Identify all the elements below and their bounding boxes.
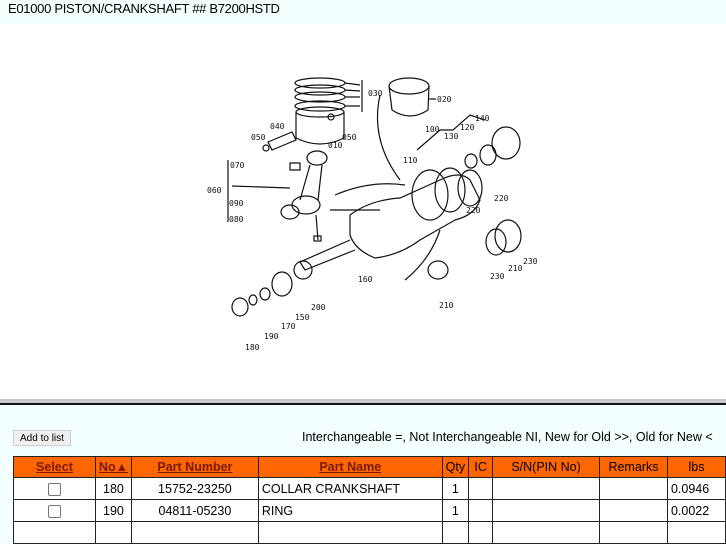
column-qty: Qty	[441, 456, 470, 478]
page-title: E01000 PISTON/CRANKSHAFT ## B7200HSTD	[8, 1, 280, 16]
parts-table: Select No▲ Part Number Part Name Qty IC …	[13, 456, 726, 544]
splitter-bar[interactable]	[0, 399, 726, 403]
callout-label: 220	[466, 206, 481, 215]
callout-label: 120	[460, 123, 475, 132]
callout-label: 220	[494, 194, 509, 203]
column-select[interactable]: Select	[13, 456, 96, 478]
callout-label: 140	[475, 114, 490, 123]
cell-no: 180	[94, 477, 132, 500]
callout-label: 200	[311, 303, 326, 312]
callout-label: 070	[230, 161, 245, 170]
callout-label: 020	[437, 95, 452, 104]
callout-label: 100	[425, 125, 440, 134]
callout-label: 090	[229, 199, 244, 208]
table-header-row: Select No▲ Part Number Part Name Qty IC …	[13, 456, 726, 478]
column-lbs: lbs	[666, 456, 726, 478]
table-row: 180 15752-23250 COLLAR CRANKSHAFT 1 0.09…	[13, 477, 726, 500]
column-part-name[interactable]: Part Name	[257, 456, 443, 478]
table-row: 190 04811-05230 RING 1 0.0022	[13, 499, 726, 522]
column-sn: S/N(PIN No)	[492, 456, 600, 478]
cell-sn	[492, 477, 600, 500]
divider	[0, 403, 726, 405]
callout-label: 230	[490, 272, 505, 281]
column-remarks: Remarks	[598, 456, 668, 478]
cell-ic	[468, 499, 494, 522]
callout-label: 170	[281, 322, 296, 331]
cell-sn	[492, 499, 600, 522]
callout-label: 230	[523, 257, 538, 266]
column-part-number[interactable]: Part Number	[130, 456, 259, 478]
callout-label: 080	[229, 215, 244, 224]
callout-label: 210	[508, 264, 523, 273]
column-no[interactable]: No▲	[94, 456, 132, 478]
cell-no: 190	[94, 499, 132, 522]
cell-qty: 1	[441, 477, 470, 500]
callout-label: 160	[358, 275, 373, 284]
column-ic: IC	[468, 456, 494, 478]
cell-ic	[468, 477, 494, 500]
callout-label: 010	[328, 141, 343, 150]
callout-label: 050	[251, 133, 266, 142]
callout-label: 150	[295, 313, 310, 322]
cell-lbs: 0.0946	[666, 477, 726, 500]
callout-label: 180	[245, 343, 260, 352]
parts-diagram: 030 020 040 050 050 010 100 130 120 140 …	[0, 24, 726, 399]
cell-remarks	[598, 499, 668, 522]
callout-label: 050	[342, 133, 357, 142]
callout-label: 060	[207, 186, 222, 195]
select-checkbox[interactable]	[47, 482, 61, 496]
callout-label: 040	[270, 122, 285, 131]
add-to-list-button[interactable]: Add to list	[13, 430, 71, 446]
callout-label: 190	[264, 332, 279, 341]
interchangeability-legend: Interchangeable =, Not Interchangeable N…	[302, 430, 713, 444]
cell-qty: 1	[441, 499, 470, 522]
callout-label: 030	[368, 89, 383, 98]
cell-lbs: 0.0022	[666, 499, 726, 522]
cell-remarks	[598, 477, 668, 500]
callout-label: 130	[444, 132, 459, 141]
cell-part-name: RING	[257, 499, 443, 522]
callout-label: 110	[403, 156, 418, 165]
select-checkbox[interactable]	[47, 504, 61, 518]
cell-part-name: COLLAR CRANKSHAFT	[257, 477, 443, 500]
callout-label: 210	[439, 301, 454, 310]
cell-part-number: 04811-05230	[130, 499, 259, 522]
cell-part-number: 15752-23250	[130, 477, 259, 500]
exploded-view-illustration: 030 020 040 050 050 010 100 130 120 140 …	[207, 77, 538, 352]
